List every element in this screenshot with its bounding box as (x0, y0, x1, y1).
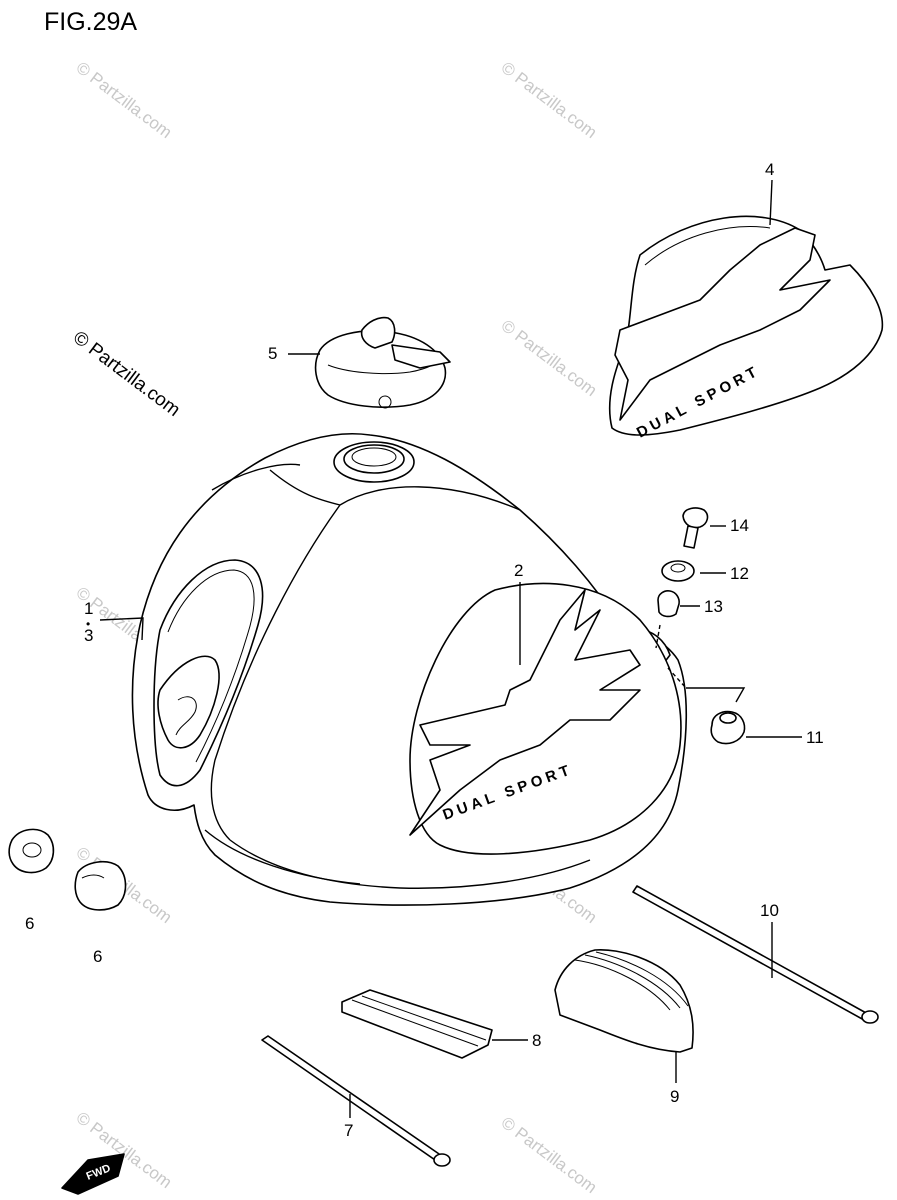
tank-decal[interactable]: DUAL SPORT (409, 582, 682, 855)
callout-11: 11 (806, 728, 824, 747)
side-emblem[interactable]: DUAL SPORT (608, 215, 884, 442)
fuel-cap[interactable] (314, 316, 451, 409)
callouts: 1 • 3 2 4 5 6 6 7 8 9 10 11 12 13 14 (25, 160, 824, 1140)
callout-8: 8 (532, 1031, 541, 1050)
figure-title: FIG.29A (44, 8, 138, 36)
callout-1: 1 (84, 599, 93, 618)
watermark: © Partzilla.com (498, 58, 601, 142)
callout-2: 2 (514, 561, 523, 580)
callout-14: 14 (730, 516, 749, 535)
cushion-pad[interactable] (341, 989, 493, 1059)
callout-4: 4 (765, 160, 774, 179)
rubber-boot-right[interactable] (74, 860, 127, 911)
watermark: © Partzilla.com (498, 1113, 601, 1197)
cable-tie-short[interactable] (261, 1035, 451, 1167)
callout-6-left: 6 (25, 914, 34, 933)
callout-9: 9 (670, 1087, 679, 1106)
washer[interactable] (661, 560, 695, 582)
callout-6-right: 6 (93, 947, 102, 966)
grommet[interactable] (710, 710, 746, 745)
watermark: © Partzilla.com (498, 316, 601, 400)
callout-10: 10 (760, 901, 779, 920)
spacer[interactable] (657, 590, 680, 618)
forward-arrow: FWD (61, 1153, 125, 1195)
leader-lines (99, 179, 802, 1118)
callout-13: 13 (704, 597, 723, 616)
cable-tie-long[interactable] (632, 885, 879, 1024)
callout-12: 12 (730, 564, 749, 583)
watermark: © Partzilla.com (73, 58, 176, 142)
callout-dot: • (86, 617, 90, 631)
callout-5: 5 (268, 344, 277, 363)
copyright-mark: © Partzilla.com (69, 327, 184, 421)
callout-7: 7 (344, 1121, 353, 1140)
bolt[interactable] (682, 507, 709, 549)
cushion-block[interactable] (554, 949, 694, 1053)
callout-3: 3 (84, 626, 93, 645)
rubber-boot-left[interactable] (8, 828, 55, 874)
